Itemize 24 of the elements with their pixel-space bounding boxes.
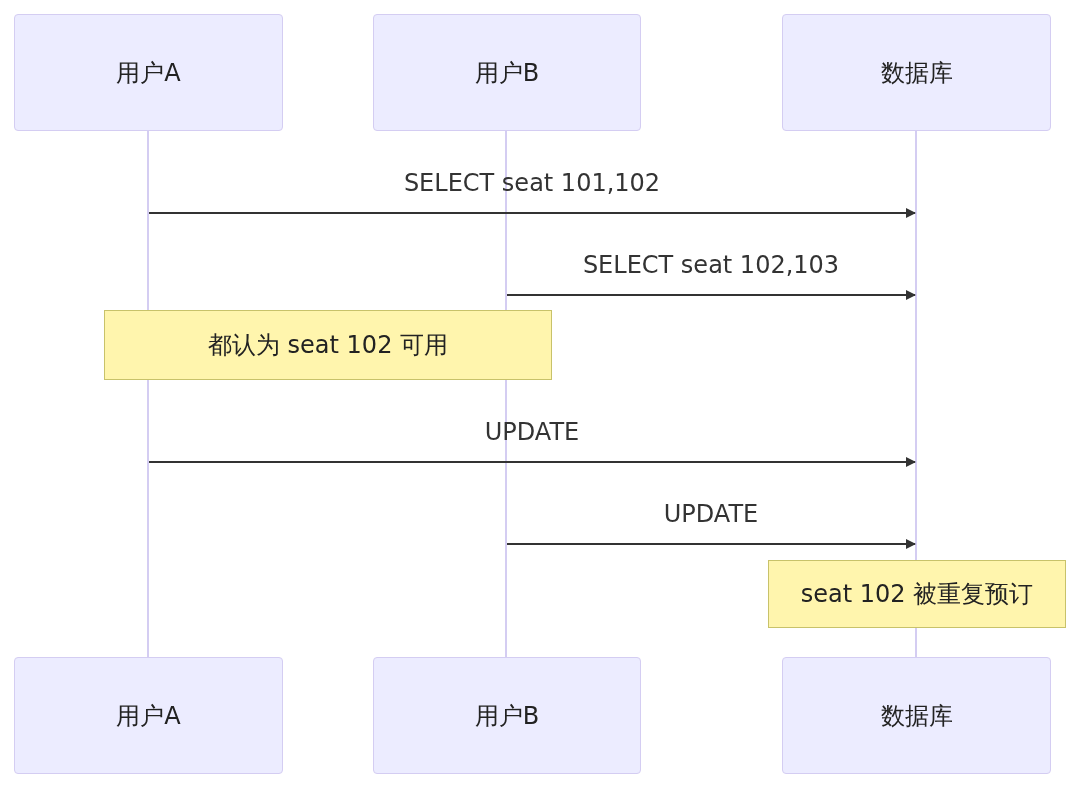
participant-name: 用户A: [116, 57, 181, 89]
message-arrow: [148, 208, 916, 218]
edge-label: SELECT seat 101,102: [403, 169, 661, 197]
message-arrow: [506, 539, 916, 549]
edge-label: UPDATE: [484, 418, 580, 446]
note-box: [104, 310, 552, 380]
participant-name: 用户B: [474, 700, 540, 732]
participant-box: [782, 14, 1051, 131]
participant-box: [373, 657, 641, 774]
note-box: [768, 560, 1066, 628]
participant-name: 用户A: [116, 700, 181, 732]
edge-label: SELECT seat 102,103: [582, 251, 840, 279]
edge-label: UPDATE: [663, 500, 759, 528]
participant-box: [782, 657, 1051, 774]
note-text: seat 102 被重复预订: [800, 579, 1034, 610]
participant-name: 数据库: [880, 700, 953, 732]
note-text: 都认为 seat 102 可用: [207, 330, 449, 361]
participant-box: [373, 14, 641, 131]
message-arrow: [148, 457, 916, 467]
participant-box: [14, 14, 283, 131]
message-arrow: [506, 290, 916, 300]
participant-name: 数据库: [880, 57, 953, 89]
participant-name: 用户B: [474, 57, 540, 89]
participant-box: [14, 657, 283, 774]
